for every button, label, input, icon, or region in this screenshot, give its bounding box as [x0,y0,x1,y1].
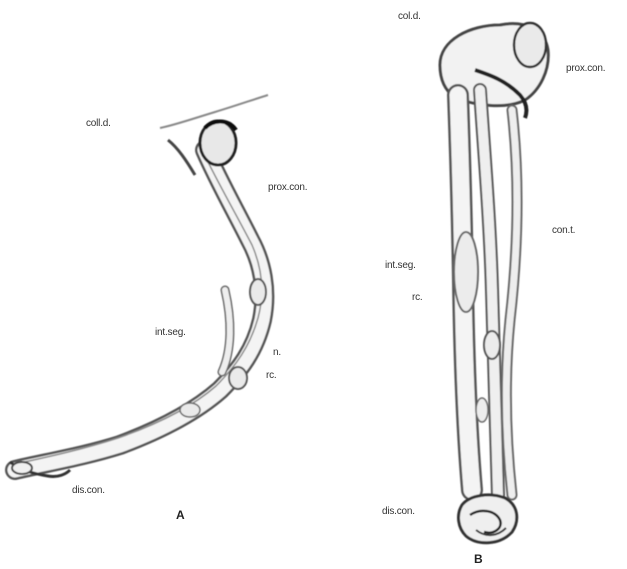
panel-a-label-dis-con: dis.con. [72,485,105,496]
panel-b-letter: B [474,552,483,566]
panel-a-bead [250,279,266,305]
panel-a-letter: A [176,508,185,522]
panel-a-label-coll-d: coll.d. [86,118,111,129]
panel-b-label-rc: rc. [412,292,423,303]
panel-b-bead [476,398,488,422]
panel-b-label-dis-con: dis.con. [382,506,415,517]
panel-b-label-prox-con: prox.con. [566,63,605,74]
panel-b-intermediate-bulge [454,232,478,312]
panel-b-drawing [440,23,548,543]
panel-a-label-rc: rc. [266,370,277,381]
panel-b-label-int-seg: int.seg. [385,260,416,271]
panel-a-label-n: n. [273,347,281,358]
panel-a-label-prox-con: prox.con. [268,182,307,193]
panel-b-label-con-t: con.t. [552,225,575,236]
panel-b-bead [484,331,500,359]
panel-b-label-coll-d: col.d. [398,11,421,22]
panel-a-bead [229,367,247,389]
panel-a-bead [180,403,200,417]
panel-a-drawing [10,95,268,477]
panel-a-label-int-seg: int.seg. [155,327,186,338]
